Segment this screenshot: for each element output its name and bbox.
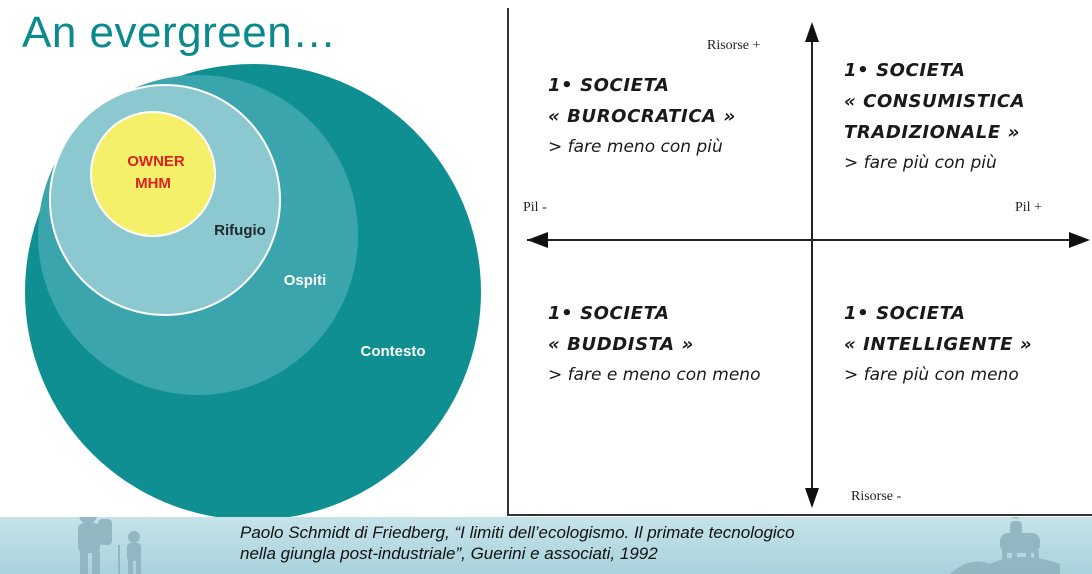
ibex-icon (950, 517, 1060, 574)
quadrant-heading: 1• SOCIETA (548, 303, 670, 324)
y-axis-top-arrow (805, 22, 819, 42)
quadrant-heading: 1• SOCIETA (844, 303, 966, 324)
label-contesto: Contesto (361, 343, 426, 360)
nested-circles-diagram: OWNER MHM Rifugio Ospiti Contesto (25, 64, 481, 520)
citation: Paolo Schmidt di Friedberg, “I limiti de… (240, 522, 1000, 564)
footer-decorations (78, 517, 1060, 574)
quadrant-heading: 1• SOCIETA (844, 60, 966, 81)
label-mhm: MHM (135, 175, 171, 192)
quadrant-description: > fare più con più (844, 153, 997, 173)
label-owner: OWNER (127, 153, 185, 170)
quadrant-consumistica: 1• SOCIETA « CONSUMISTICA TRADIZIONALE »… (844, 55, 1025, 179)
x-axis-right-arrow (1069, 232, 1090, 248)
quadrant-intelligente: 1• SOCIETA « INTELLIGENTE » > fare più c… (844, 298, 1032, 391)
quadrant-description: > fare meno con più (548, 137, 723, 157)
quadrant-heading: « INTELLIGENTE » (844, 334, 1033, 355)
panel-border-left (507, 8, 509, 516)
axis-label-y-top: Risorse + (707, 38, 761, 53)
quadrant-heading: « BUDDISTA » (548, 334, 694, 355)
quadrant-heading: « BUROCRATICA » (548, 106, 736, 127)
quadrant-heading: 1• SOCIETA (548, 75, 670, 96)
quadrant-heading: TRADIZIONALE » (844, 122, 1020, 143)
citation-line-2: nella giungla post-industriale”, Guerini… (240, 544, 658, 563)
quadrant-heading: « CONSUMISTICA (844, 91, 1026, 112)
quadrant-axes (527, 22, 1090, 508)
quadrant-buddista: 1• SOCIETA « BUDDISTA » > fare e meno co… (548, 298, 760, 391)
x-axis-left-arrow (527, 232, 548, 248)
hiker-icon (78, 517, 141, 574)
footer-band (0, 517, 1092, 574)
quadrant-description: > fare e meno con meno (548, 365, 761, 385)
label-rifugio: Rifugio (214, 222, 266, 239)
circle-owner (90, 111, 216, 237)
citation-line-1: Paolo Schmidt di Friedberg, “I limiti de… (240, 523, 795, 542)
label-ospiti: Ospiti (284, 272, 327, 289)
slide-title: An evergreen… (22, 8, 337, 57)
axis-label-x-left: Pil - (523, 200, 547, 215)
panel-border-bottom (507, 514, 1092, 516)
axis-label-y-bottom: Risorse - (851, 489, 902, 504)
y-axis-bottom-arrow (805, 488, 819, 508)
axis-label-x-right: Pil + (1015, 200, 1042, 215)
quadrant-description: > fare più con meno (844, 365, 1019, 385)
quadrant-burocratica: 1• SOCIETA « BUROCRATICA » > fare meno c… (548, 70, 736, 163)
